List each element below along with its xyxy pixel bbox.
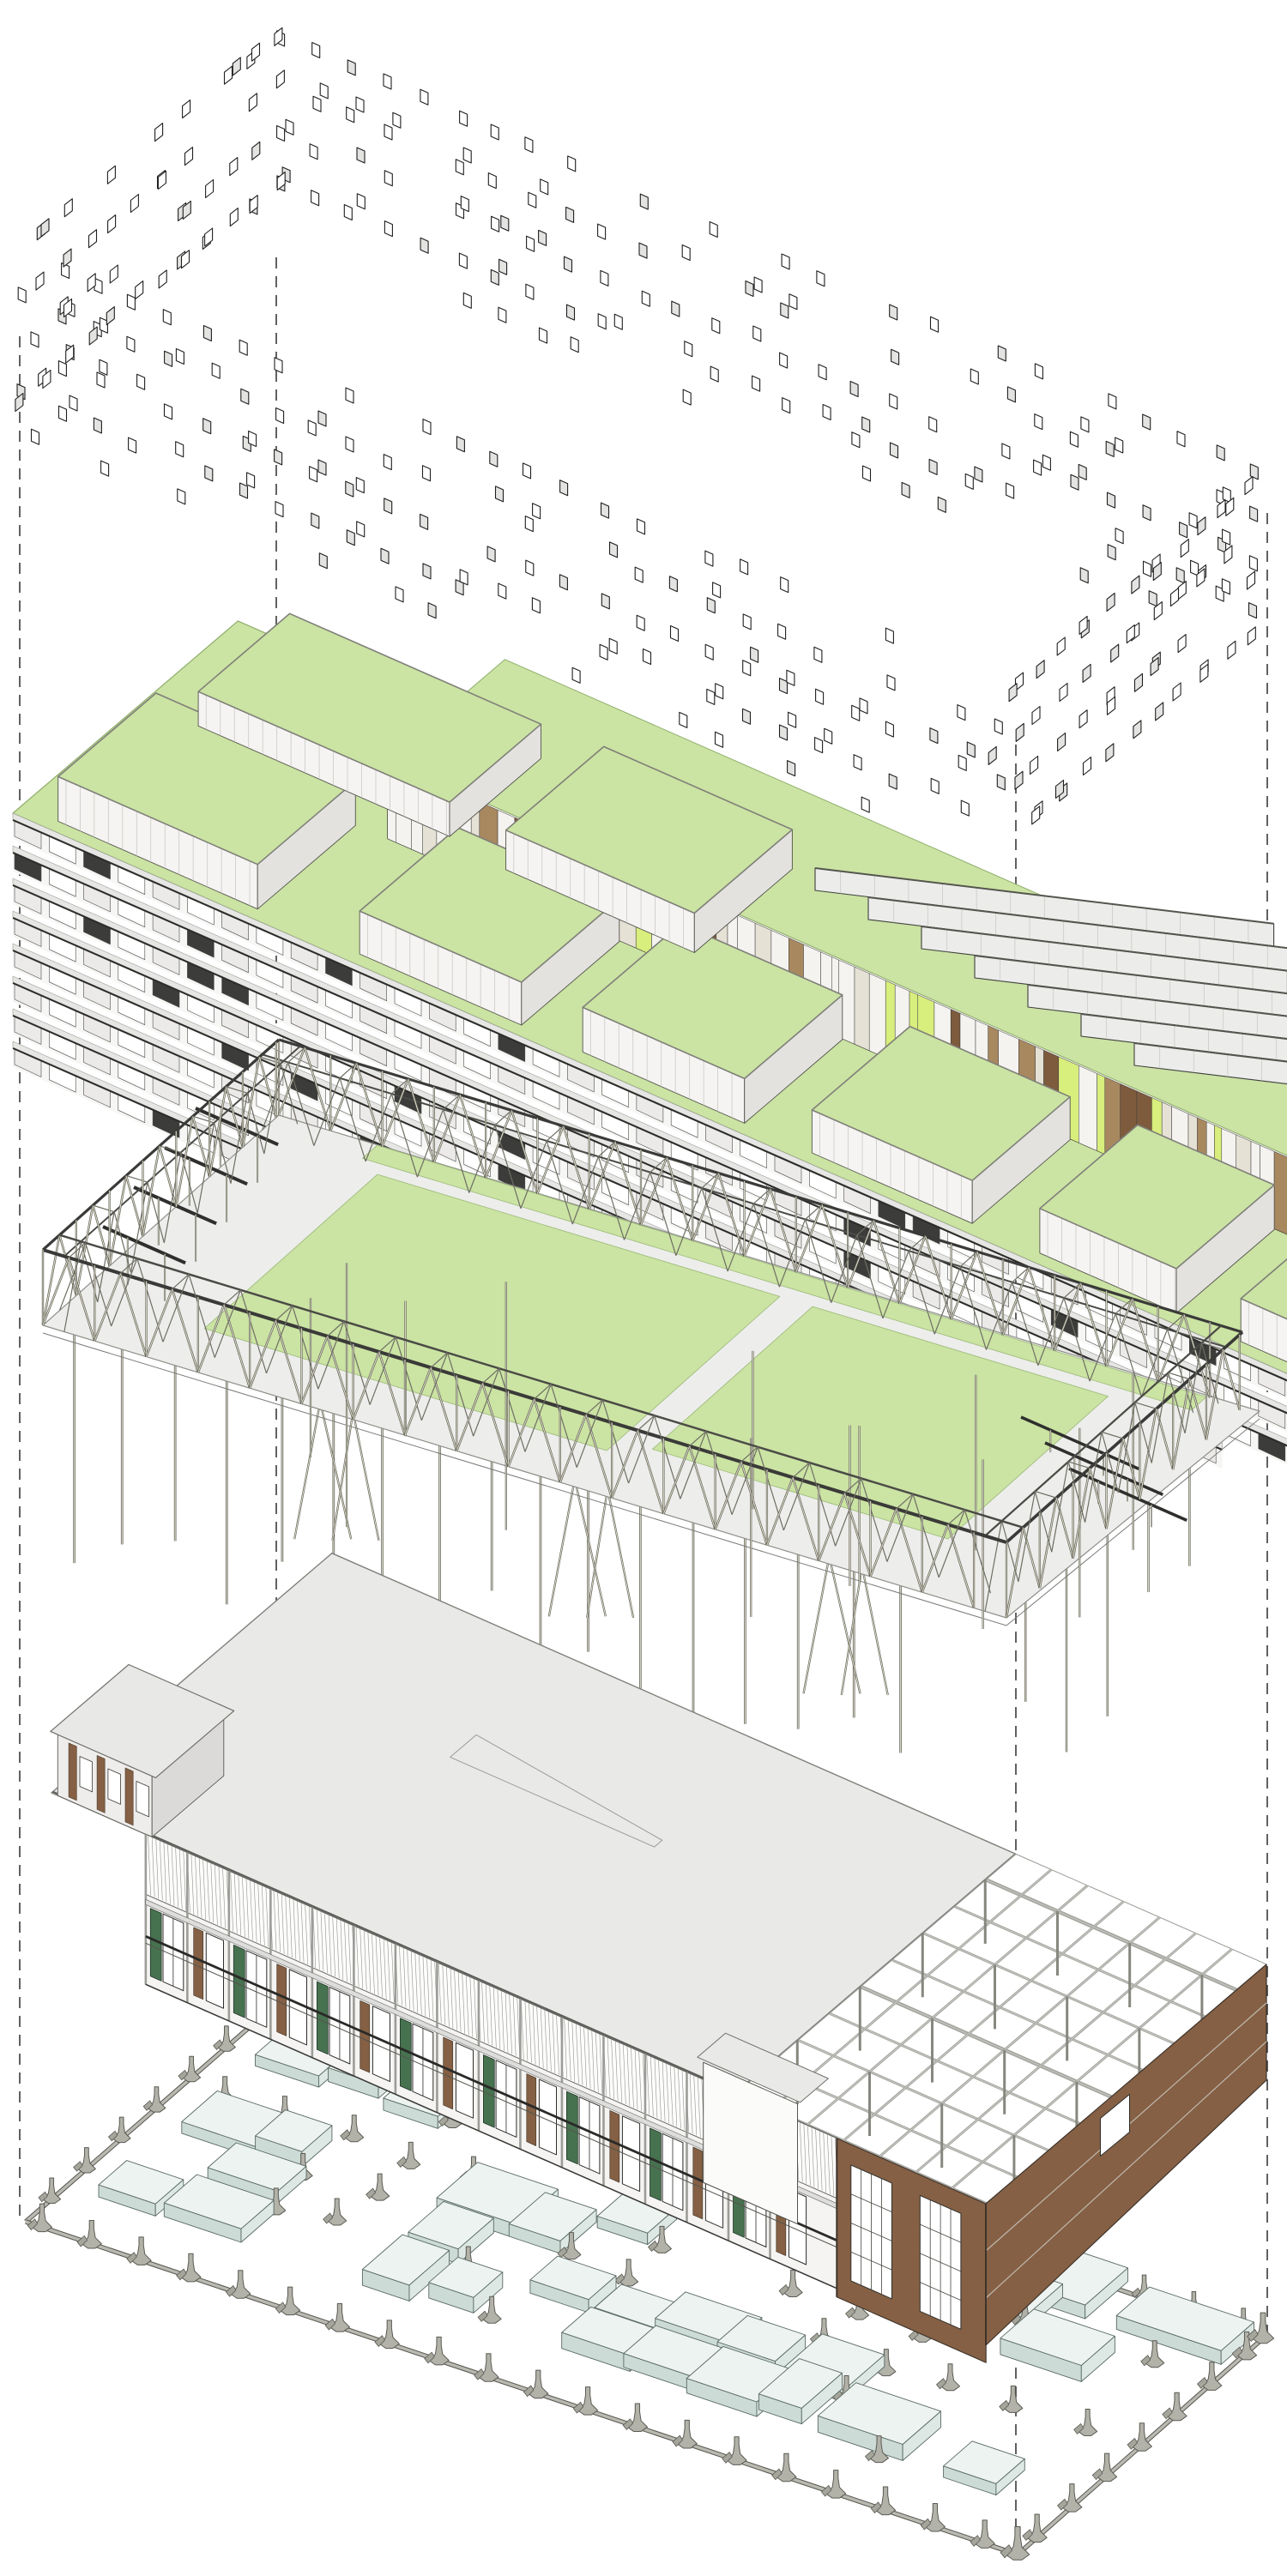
layer-existing-industrial-building (50, 1552, 1267, 2363)
layer-facade-panel-cloud (15, 27, 1259, 825)
layer-steel-truss-table (41, 1038, 1260, 1753)
